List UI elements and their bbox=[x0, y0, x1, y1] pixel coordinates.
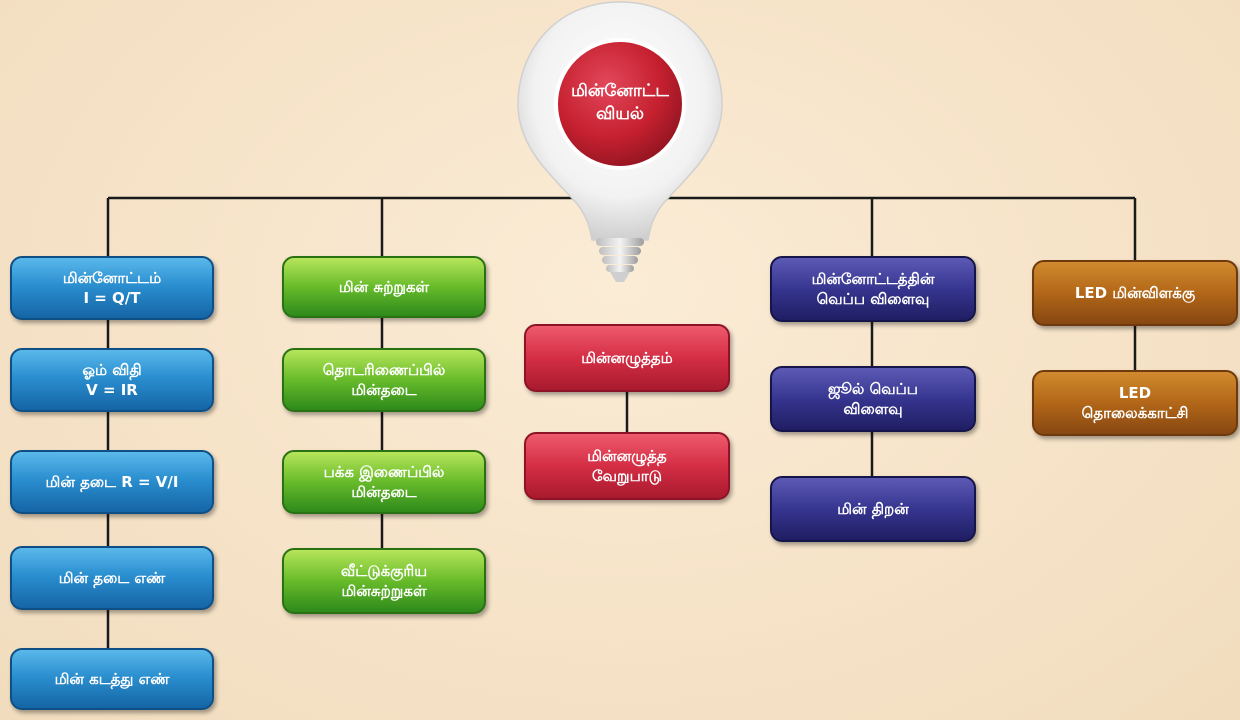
node-resistivity: மின் தடை எண் bbox=[10, 546, 214, 610]
central-topic-label: மின்னோட்ட வியல் bbox=[571, 81, 669, 124]
node-conductivity: மின் கடத்து எண் bbox=[10, 648, 214, 710]
node-resistance: மின் தடை R = V/I bbox=[10, 450, 214, 514]
node-heating-effect: மின்னோட்டத்தின் வெப்ப விளைவு bbox=[770, 256, 976, 322]
node-parallel-resistance: பக்க இணைப்பில் மின்தடை bbox=[282, 450, 486, 514]
node-potential-difference: மின்னழுத்த வேறுபாடு bbox=[524, 432, 730, 500]
node-led-tv: LED தொலைக்காட்சி bbox=[1032, 370, 1238, 436]
node-led-lamp: LED மின்விளக்கு bbox=[1032, 260, 1238, 326]
node-electric-potential: மின்னழுத்தம் bbox=[524, 324, 730, 392]
node-current: மின்னோட்டம் I = Q/T bbox=[10, 256, 214, 320]
node-series-resistance: தொடரிணைப்பில் மின்தடை bbox=[282, 348, 486, 412]
node-joule-heating: ஜூல் வெப்ப விளைவு bbox=[770, 366, 976, 432]
node-electric-circuits: மின் சுற்றுகள் bbox=[282, 256, 486, 318]
node-household-circuits: வீட்டுக்குரிய மின்சுற்றுகள் bbox=[282, 548, 486, 614]
node-ohms-law: ஓம் விதி V = IR bbox=[10, 348, 214, 412]
node-electric-power: மின் திறன் bbox=[770, 476, 976, 542]
